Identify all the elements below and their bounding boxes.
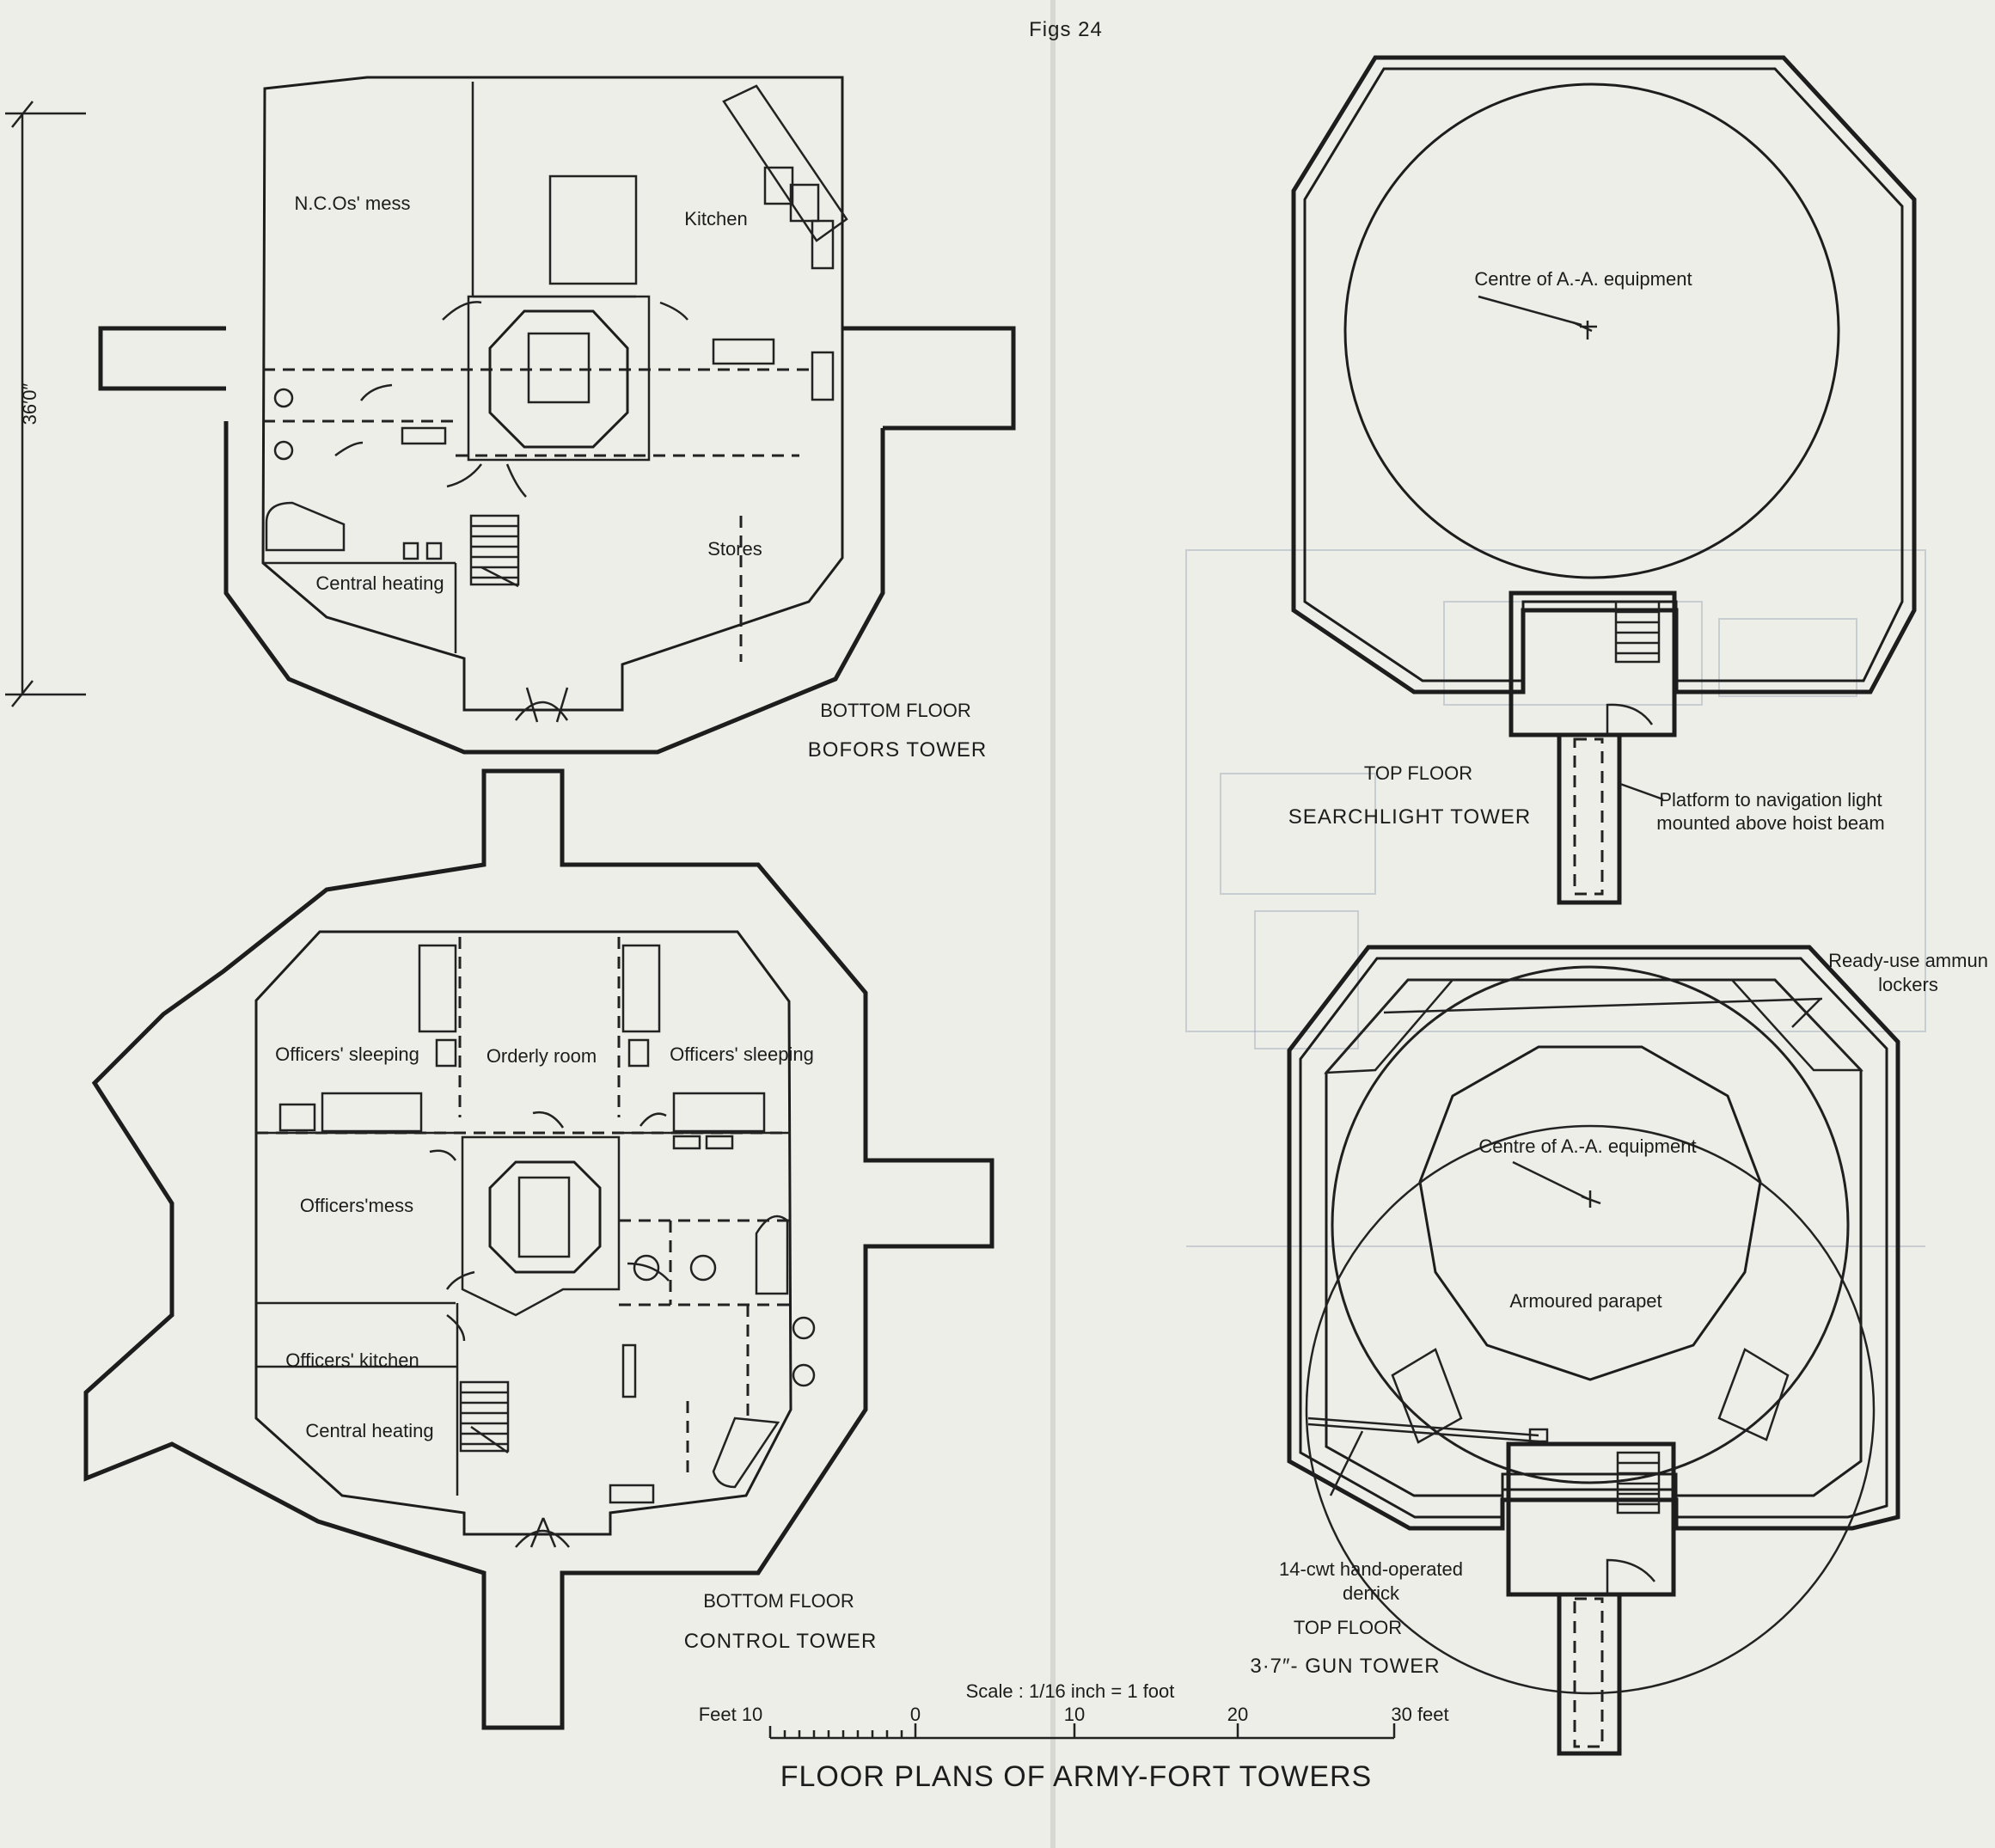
control-floor-label: BOTTOM FLOOR (703, 1590, 854, 1612)
room-officers-sleeping-left: Officers' sleeping (275, 1043, 419, 1065)
gun-floor-label: TOP FLOOR (1294, 1617, 1402, 1638)
dimension-label: 36′0″ (19, 382, 40, 425)
gun-derrick-label-2: derrick (1343, 1582, 1400, 1604)
control-tower-plan (83, 768, 994, 1730)
room-officers-sleeping-right: Officers' sleeping (670, 1043, 814, 1065)
gun-lockers-label-1: Ready-use ammun (1828, 950, 1988, 971)
main-title: FLOOR PLANS OF ARMY-FORT TOWERS (780, 1760, 1372, 1793)
scale-tick-30: 30 feet (1391, 1704, 1448, 1725)
searchlight-tower-plan (1291, 55, 1917, 905)
gun-lockers-label-2: lockers (1878, 974, 1938, 995)
room-central-heating-control: Central heating (305, 1420, 433, 1441)
gun-tower-labels: Centre of A.-A. equipment Armoured parap… (1250, 950, 1988, 1678)
bofors-tower-labels: N.C.Os' mess Kitchen Stores Central heat… (295, 193, 987, 762)
searchlight-platform-label-2: mounted above hoist beam (1656, 812, 1884, 834)
room-ncos-mess: N.C.Os' mess (295, 193, 411, 214)
room-kitchen: Kitchen (684, 208, 747, 229)
searchlight-platform-label-1: Platform to navigation light (1659, 789, 1882, 811)
searchlight-centre-label: Centre of A.-A. equipment (1474, 268, 1692, 290)
bofors-floor-label: BOTTOM FLOOR (820, 700, 971, 721)
room-officers-kitchen: Officers' kitchen (285, 1349, 419, 1371)
gun-derrick-label-1: 14-cwt hand-operated (1279, 1558, 1463, 1580)
searchlight-floor-label: TOP FLOOR (1364, 762, 1472, 784)
bofors-tower-plan (98, 76, 1016, 755)
searchlight-tower-title: SEARCHLIGHT TOWER (1288, 805, 1531, 829)
room-central-heating: Central heating (315, 572, 444, 594)
room-officers-mess: Officers'mess (300, 1195, 413, 1216)
scale-tick-20: 20 (1227, 1704, 1248, 1725)
bofors-tower-title: BOFORS TOWER (808, 738, 987, 762)
scale-tick-0: 0 (910, 1704, 921, 1725)
scale-bar: Scale : 1/16 inch = 1 foot Feet 10 0 10 … (699, 1680, 1449, 1740)
gun-centre-label: Centre of A.-A. equipment (1478, 1135, 1696, 1157)
room-orderly-room: Orderly room (487, 1045, 597, 1067)
scale-label: Scale : 1/16 inch = 1 foot (966, 1680, 1175, 1702)
gun-tower-plan (1287, 945, 1900, 1756)
gun-parapet-label: Armoured parapet (1509, 1290, 1661, 1312)
control-tower-title: CONTROL TOWER (684, 1630, 878, 1653)
room-stores: Stores (707, 538, 762, 560)
gun-tower-title: 3·7″- GUN TOWER (1250, 1655, 1440, 1678)
figure-number: Figs 24 (1029, 18, 1103, 41)
scale-tick-10: 10 (1064, 1704, 1085, 1725)
height-dimension: 36′0″ (5, 101, 86, 707)
scale-tick-minus10: Feet 10 (699, 1704, 763, 1725)
control-tower-labels: Officers' sleeping Orderly room Officers… (275, 1043, 878, 1653)
searchlight-tower-labels: Centre of A.-A. equipment Platform to na… (1288, 268, 1885, 834)
